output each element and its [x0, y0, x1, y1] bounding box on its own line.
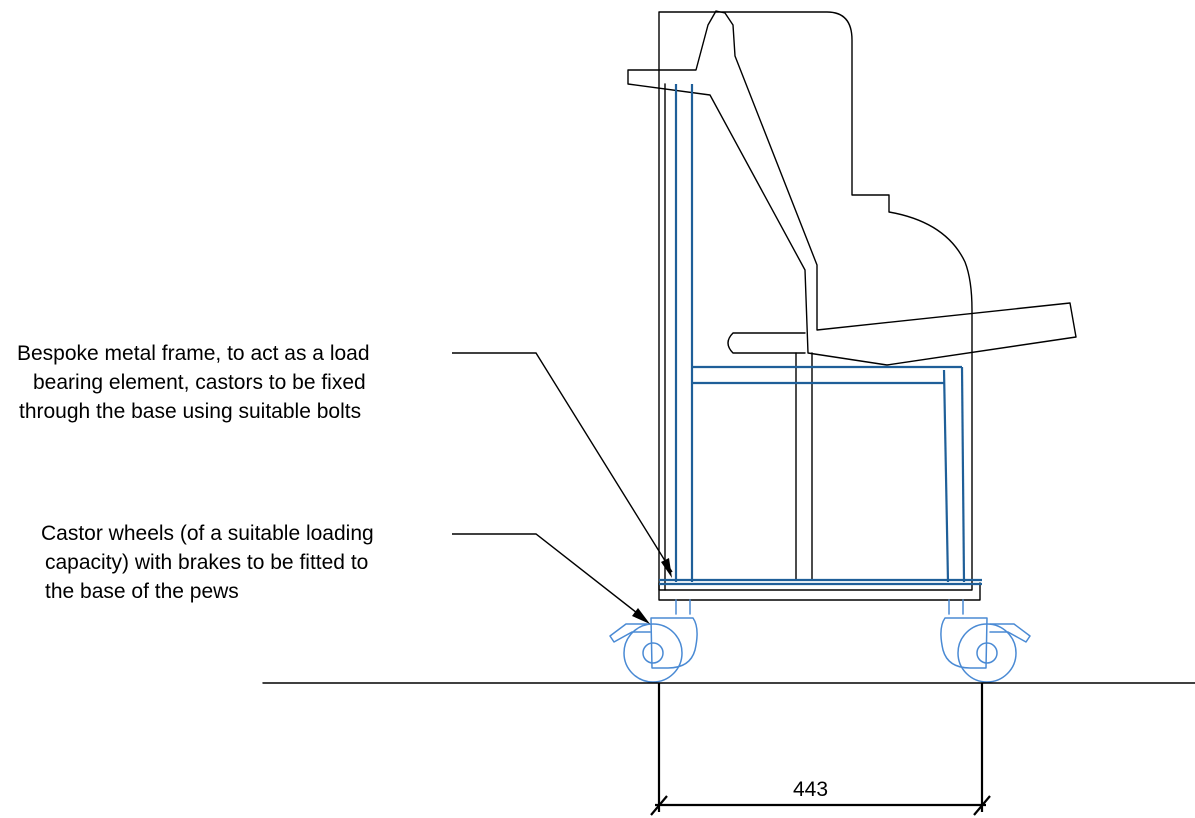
castor-left-wheel	[623, 623, 683, 683]
castor-left-stem	[675, 599, 691, 615]
arm-tab	[727, 332, 806, 354]
book-rest	[627, 10, 1077, 366]
seat-support-post	[795, 352, 813, 581]
frame-note-leader	[452, 352, 673, 578]
castor-right-wheel	[957, 623, 1017, 683]
castor-note-leader	[452, 533, 650, 624]
dimension-value: 443	[793, 778, 829, 801]
castor-left-brake	[609, 623, 651, 643]
pew-outline	[627, 10, 1077, 601]
pew-end-panel	[658, 11, 973, 591]
castor-left-hub	[642, 642, 664, 664]
dimension-tick-left	[650, 795, 668, 816]
base-board	[658, 582, 981, 601]
castor-left	[609, 599, 698, 683]
frame-upright-rear-a	[942, 369, 950, 583]
castor-right	[940, 599, 1031, 683]
castor-right-hub	[976, 642, 998, 664]
frame-note-line-1: Bespoke metal frame, to act as a load	[17, 342, 370, 365]
castor-note-line-2: capacity) with brakes to be fitted to	[45, 551, 369, 574]
frame-note-line-2: bearing element, castors to be fixed	[33, 371, 366, 394]
castor-right-fork	[940, 617, 988, 669]
castor-leader-arrowhead	[632, 608, 650, 624]
frame-leader-line	[452, 352, 673, 573]
dimension-tick-right	[973, 795, 991, 816]
castor-note-line-1: Castor wheels (of a suitable loading	[41, 522, 374, 545]
castor-leader-line	[452, 533, 647, 621]
castor-right-brake	[989, 623, 1031, 643]
metal-frame	[659, 84, 982, 586]
frame-upright-rear-b	[960, 366, 966, 583]
frame-leader-arrowhead	[661, 558, 672, 578]
castor-left-fork	[650, 617, 698, 669]
frame-note-line-3: through the base using suitable bolts	[19, 400, 362, 423]
castor-note-line-3: the base of the pews	[45, 580, 239, 603]
width-dimension	[650, 683, 991, 816]
castor-right-stem	[948, 599, 964, 615]
